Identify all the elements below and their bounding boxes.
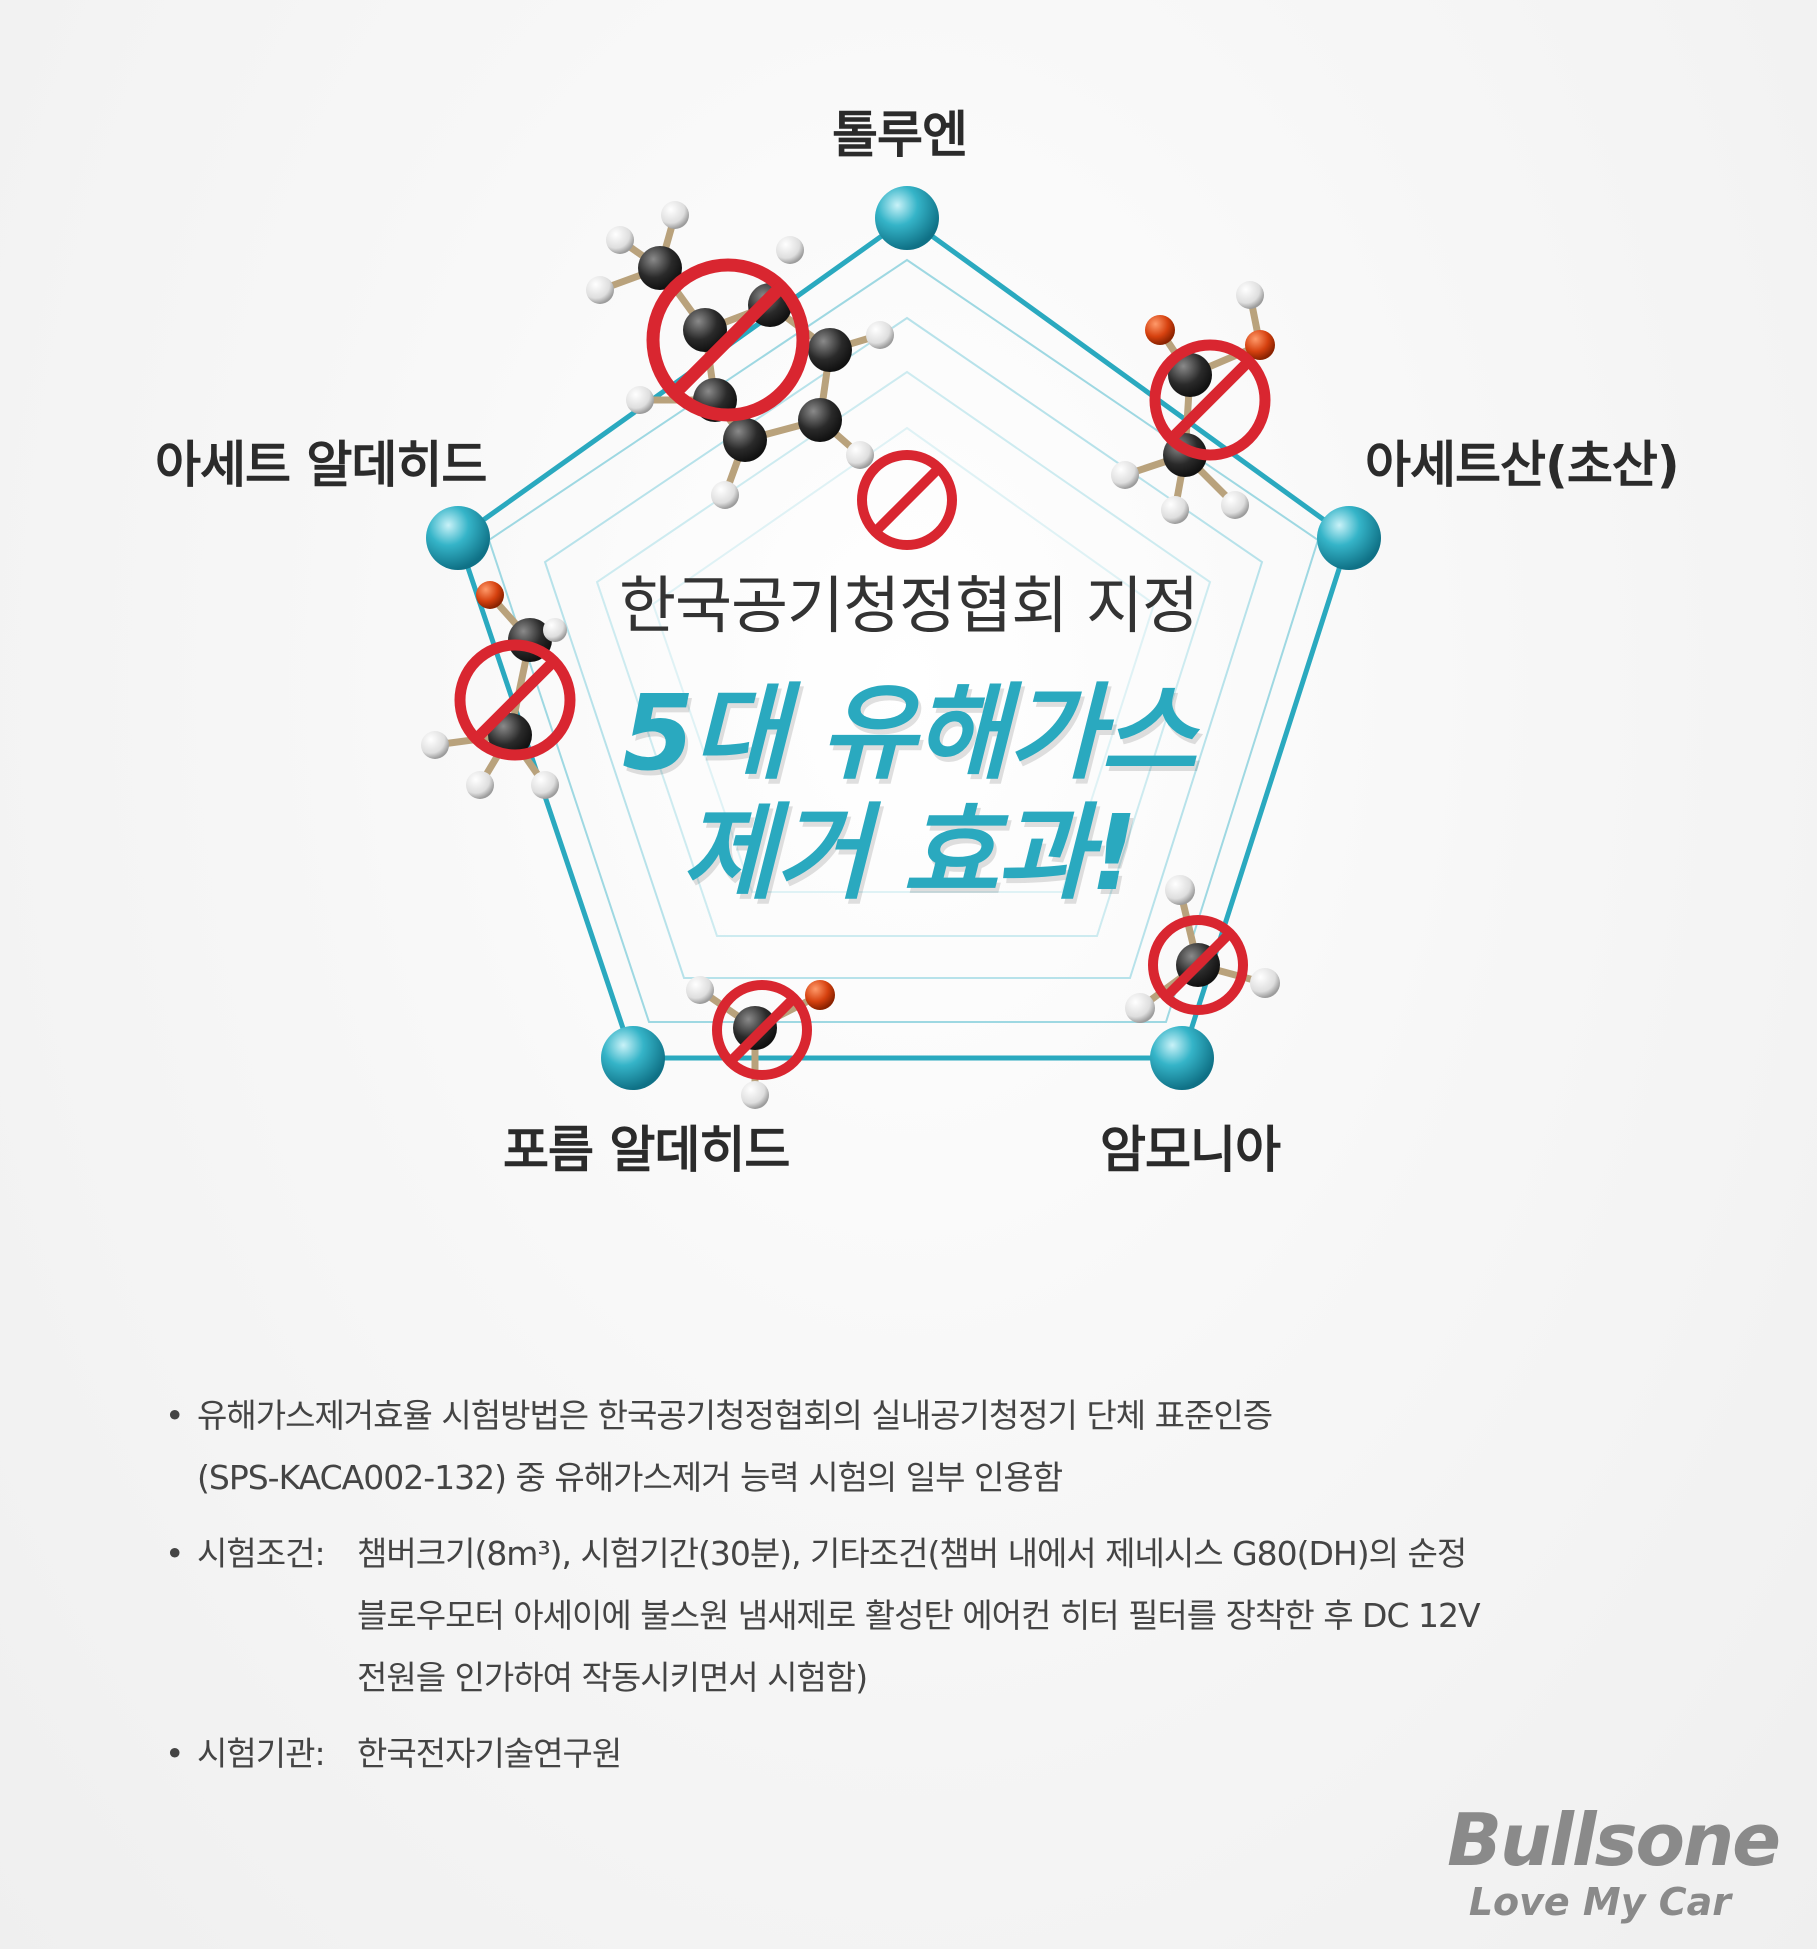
label-acetaldehyde: 아세트 알데히드 bbox=[155, 436, 487, 494]
center-title-line1: 5대 유해가스 bbox=[622, 672, 1197, 794]
bullet: • bbox=[165, 1534, 184, 1573]
notes-section: • 유해가스제거효율 시험방법은 한국공기청정협회의 실내공기청정기 단체 표준… bbox=[165, 1385, 1665, 1799]
brand-name: Bullsone bbox=[1447, 1798, 1781, 1882]
note-line: 전원을 인가하여 작동시키면서 시험함) bbox=[357, 1658, 868, 1697]
brand-logo: Bullsone Love My Car bbox=[1447, 1798, 1781, 1924]
label-toluene: 톨루엔 bbox=[832, 106, 968, 164]
prohibit-icon-toluene bbox=[646, 258, 810, 422]
note-body: 챔버크기(8m³), 시험기간(30분), 기타조건(챔버 내에서 제네시스 G… bbox=[357, 1523, 1665, 1709]
prohibit-icon-formaldehyde bbox=[712, 980, 812, 1080]
note-item: • 유해가스제거효율 시험방법은 한국공기청정협회의 실내공기청정기 단체 표준… bbox=[165, 1385, 1665, 1509]
node-bottom-right bbox=[1150, 1026, 1214, 1090]
center-title-line2: 제거 효과! bbox=[681, 792, 1137, 914]
node-right bbox=[1317, 506, 1381, 570]
label-acetic-acid: 아세트산(초산) bbox=[1365, 436, 1680, 494]
bullet: • bbox=[165, 1734, 184, 1773]
prohibit-icon-ammonia bbox=[1148, 915, 1248, 1015]
node-bottom-left bbox=[601, 1026, 665, 1090]
bullet: • bbox=[165, 1396, 184, 1435]
pentagon-rings bbox=[487, 258, 1320, 1023]
note-line: 한국전자기술연구원 bbox=[357, 1734, 622, 1773]
pentagon-outline bbox=[455, 214, 1352, 1061]
note-label: 시험조건: bbox=[197, 1534, 326, 1573]
note-item: • 시험조건: 챔버크기(8m³), 시험기간(30분), 기타조건(챔버 내에… bbox=[165, 1523, 1665, 1709]
label-ammonia: 암모니아 bbox=[1100, 1121, 1281, 1179]
brand-tagline: Love My Car bbox=[1468, 1880, 1731, 1924]
formaldehyde-molecule-icon bbox=[686, 976, 835, 1109]
note-line: 챔버크기(8m³), 시험기간(30분), 기타조건(챔버 내에서 제네시스 G… bbox=[357, 1534, 1467, 1573]
prohibit-icon-acetaldehyde bbox=[454, 639, 576, 761]
label-formaldehyde: 포름 알데히드 bbox=[503, 1121, 790, 1179]
center-subtitle: 한국공기청정협회 지정 bbox=[618, 569, 1199, 642]
prohibit-icon-acetic-acid bbox=[1149, 339, 1271, 461]
note-line: 유해가스제거효율 시험방법은 한국공기청정협회의 실내공기청정기 단체 표준인증 bbox=[197, 1396, 1273, 1435]
note-item: • 시험기관: 한국전자기술연구원 bbox=[165, 1723, 1665, 1785]
note-line: 블로우모터 아세이에 불스원 냄새제로 활성탄 에어컨 히터 필터를 장착한 후… bbox=[357, 1596, 1481, 1635]
prohibit-icon-center bbox=[857, 450, 957, 550]
acetic-acid-molecule-icon bbox=[1111, 281, 1275, 524]
node-top bbox=[875, 186, 939, 250]
note-body: 한국전자기술연구원 bbox=[357, 1723, 1665, 1785]
acetaldehyde-molecule-icon bbox=[421, 581, 567, 799]
note-body: 유해가스제거효율 시험방법은 한국공기청정협회의 실내공기청정기 단체 표준인증… bbox=[197, 1385, 1665, 1509]
toluene-molecule-icon bbox=[586, 201, 894, 509]
note-line: (SPS-KACA002-132) 중 유해가스제거 능력 시험의 일부 인용함 bbox=[197, 1458, 1063, 1497]
note-label: 시험기관: bbox=[197, 1734, 326, 1773]
vertex-nodes bbox=[426, 186, 1381, 1090]
node-left bbox=[426, 506, 490, 570]
